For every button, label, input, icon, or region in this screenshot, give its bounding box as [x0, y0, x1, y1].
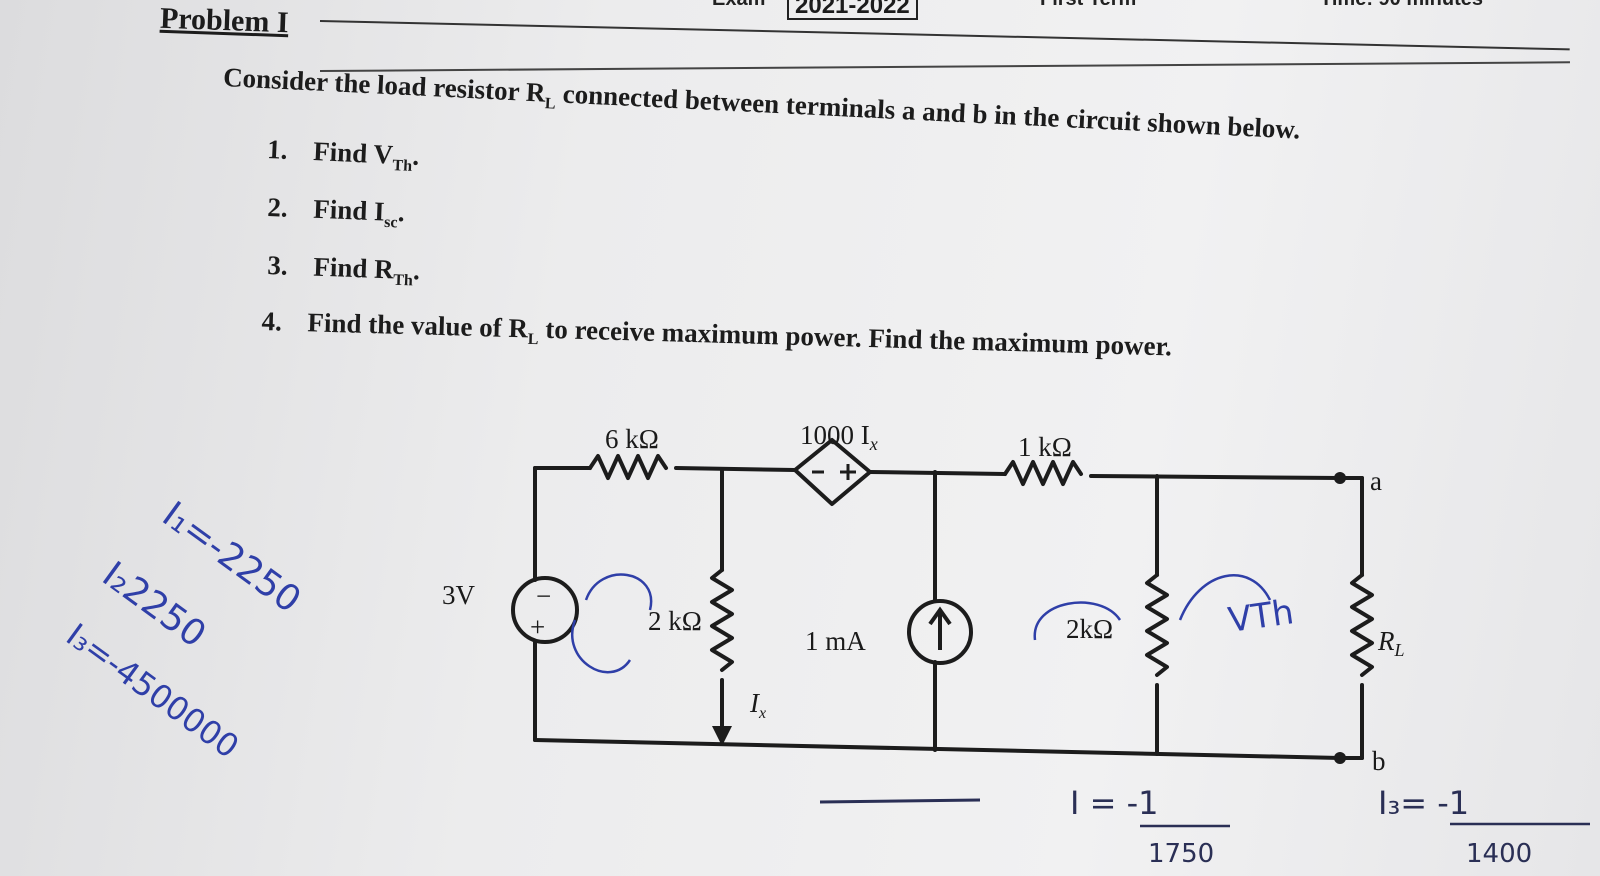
resistor-6k: [588, 454, 668, 480]
terminal-b-dot: [1334, 752, 1346, 764]
dep-plus-icon: [840, 464, 856, 480]
label-source: 3V: [442, 580, 476, 610]
terminal-a-dot: [1334, 472, 1346, 484]
label-rl: RL: [1377, 626, 1405, 660]
handwritten-loops: [571, 573, 1272, 674]
time-word: Time: 90 minutes: [1320, 0, 1483, 11]
current-arrow-icon: [928, 606, 952, 650]
label-terminal-b: b: [1372, 746, 1386, 776]
hand-bottom-2: I₃= -1: [1378, 784, 1469, 822]
current-source: [907, 599, 973, 665]
label-dep-source: 1000 Ix: [800, 420, 878, 454]
wire-top-mid1: [674, 466, 797, 472]
label-ix: Ix: [749, 688, 766, 722]
wire-bottom: [533, 738, 1342, 760]
hand-note-i3: I₃=-4500000: [59, 616, 246, 766]
resistor-1k: [1003, 460, 1083, 486]
source-plus: +: [530, 612, 545, 642]
resistor-2k-left: [710, 568, 734, 672]
resistor-rl: [1350, 573, 1374, 677]
term-word: First Term: [1040, 0, 1136, 11]
label-r4: 1 kΩ: [1018, 432, 1072, 462]
resistor-2k-right: [1145, 573, 1169, 677]
hand-bottom-1: I = -1: [1070, 784, 1159, 822]
source-minus: −: [536, 581, 551, 611]
ix-arrow-icon: [712, 726, 732, 746]
hand-strike: [819, 798, 981, 804]
label-current-source: 1 mA: [805, 626, 866, 656]
label-r1: 6 kΩ: [605, 424, 659, 454]
wire-top-mid2: [868, 470, 1007, 476]
exam-year: 2021-2022: [787, 0, 918, 20]
hand-bottom-1-den: 1750: [1148, 839, 1214, 869]
label-r2: 2 kΩ: [648, 606, 702, 636]
exam-word: Exam: [712, 0, 765, 11]
voltage-source: [511, 576, 579, 644]
hand-vth: VTh: [1226, 592, 1297, 641]
label-r3: 2kΩ: [1066, 614, 1113, 644]
label-terminal-a: a: [1370, 466, 1382, 496]
hand-bottom-2-den: 1400: [1466, 839, 1532, 869]
wire-top-right: [1089, 474, 1342, 480]
